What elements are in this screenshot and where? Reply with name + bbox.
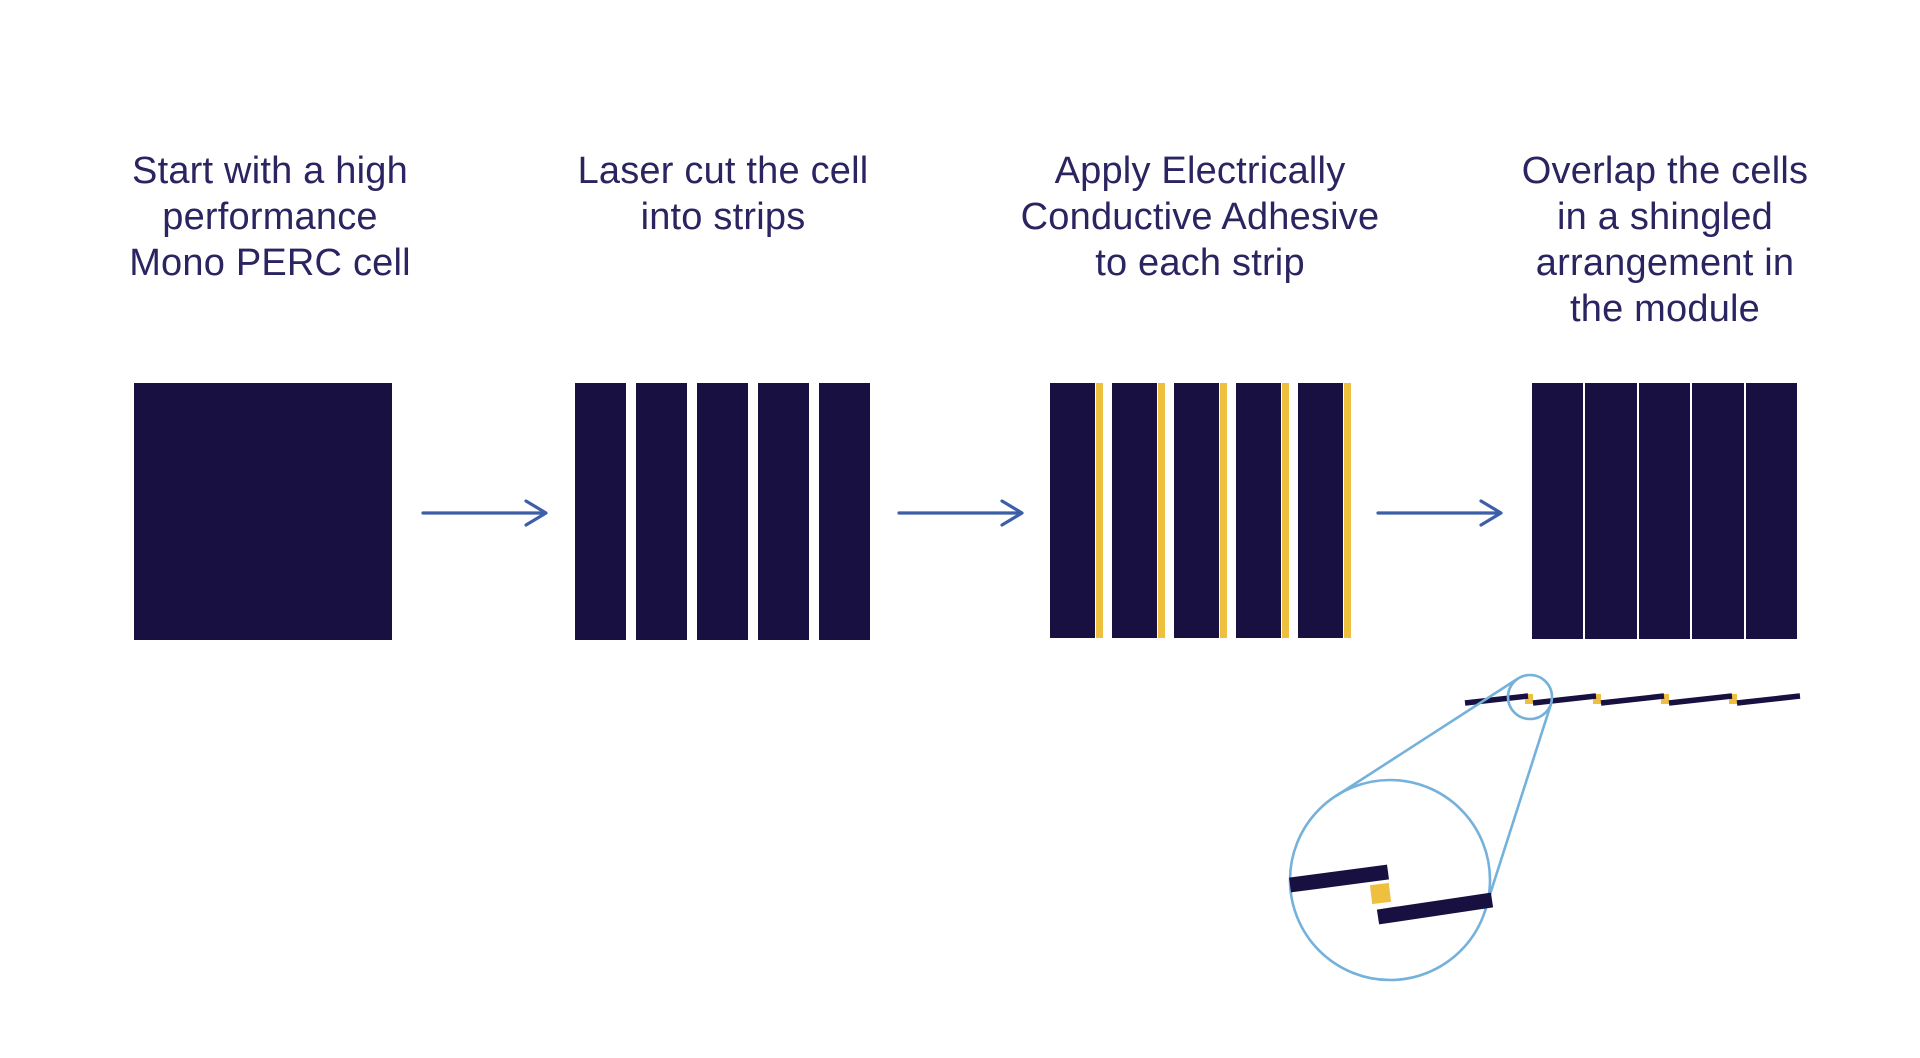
step1-caption: Start with a high performance Mono PERC … [129,150,411,284]
cell-strip-with-adhesive [1050,383,1103,638]
cell-strip-with-adhesive [1298,383,1351,638]
step3-adhesive-strips-graphic [1050,383,1351,638]
cell-strip [1298,383,1343,638]
shingle-side-view [1464,693,1801,706]
adhesive-stripe [1220,383,1227,638]
cell-strip [819,383,870,640]
adhesive-stripe [1096,383,1103,638]
magnifier-callout-icon [1288,673,1554,982]
cell-strip-with-adhesive [1236,383,1289,638]
cell-strip-with-adhesive [1174,383,1227,638]
cell-strip [1050,383,1095,638]
module-strip-column [1692,383,1744,639]
cell-strip [697,383,748,640]
upper-shingle-bar [1289,864,1389,893]
cell-strip-with-adhesive [1112,383,1165,638]
small-lens-circle [1506,673,1554,721]
step1-full-cell-graphic [134,383,392,640]
cell-strip [758,383,809,640]
adhesive-stripe [1282,383,1289,638]
cell-strip [1112,383,1157,638]
adhesive-joint-marks [1525,694,1737,704]
flow-arrow-icon [897,499,1024,527]
module-strip-column [1585,383,1637,639]
adhesive-stripe [1158,383,1165,638]
cell-strip [636,383,687,640]
adhesive-stripe [1344,383,1351,638]
step4-shingled-module-graphic [1532,383,1797,639]
lower-shingle-bar [1376,892,1494,925]
step3-caption: Apply Electrically Conductive Adhesive t… [1020,150,1380,284]
lens-beam-line [1483,703,1553,911]
shingle-overlap-callout [1288,673,1801,982]
adhesive-square [1369,882,1392,905]
step2-cut-strips-graphic [575,383,870,640]
cell-strip [1236,383,1281,638]
cell-strip [1174,383,1219,638]
module-strip-column [1638,383,1691,639]
step2-caption: Laser cut the cell into strips [577,150,869,238]
magnified-joint-detail [1289,864,1494,925]
flow-arrow-icon [421,499,548,527]
step4-caption: Overlap the cells in a shingled arrangem… [1521,150,1809,330]
cell-strip [575,383,626,640]
flow-arrow-icon [1376,499,1503,527]
lens-beam-line [1335,677,1519,798]
module-strip-column [1532,383,1584,639]
module-strip-column [1745,383,1797,639]
